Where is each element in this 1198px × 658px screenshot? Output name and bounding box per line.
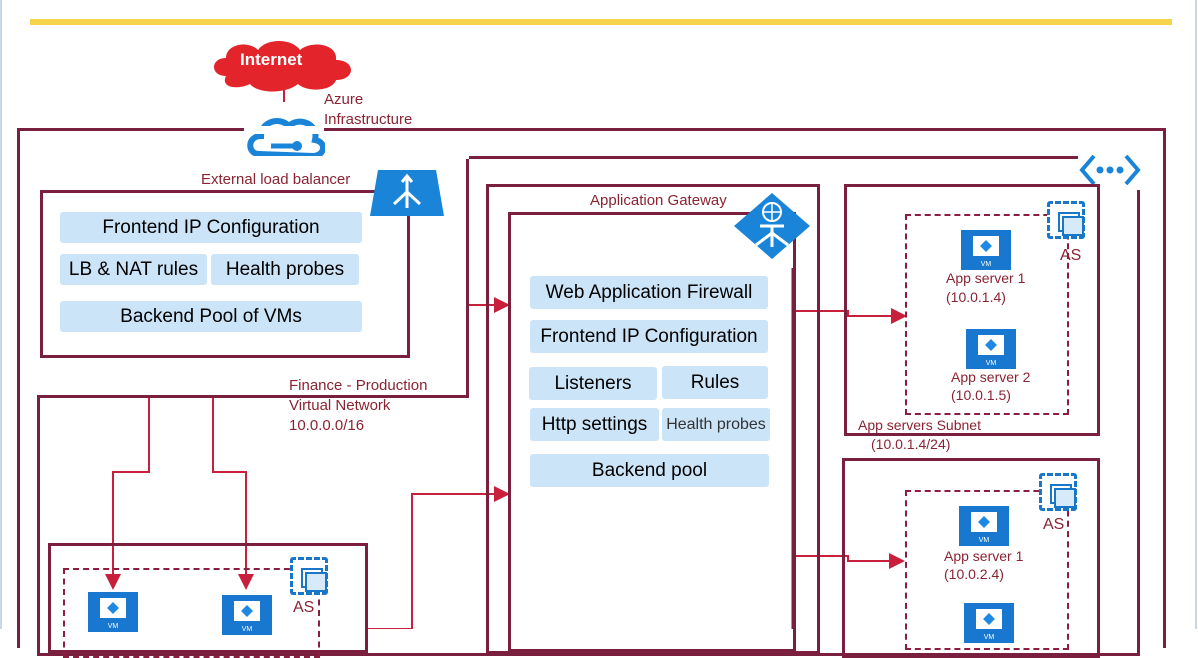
azure-label-line1: Azure (324, 91, 364, 108)
availability-set-1-boundary (905, 214, 1069, 415)
availability-set-2-label: AS (1043, 516, 1065, 533)
availability-set-icon (1039, 473, 1077, 511)
elb-to-vm2-path (212, 358, 254, 590)
app-server-2-ip: (10.0.1.5) (951, 387, 1011, 403)
app-servers-subnet-box (844, 184, 1100, 436)
availability-set-icon (1047, 201, 1085, 239)
vm-icon: VM (964, 603, 1014, 643)
azure-label-line2: Infrastructure (324, 111, 413, 128)
vm-icon: VM (961, 230, 1011, 270)
appgw-waf: Web Application Firewall (530, 276, 768, 309)
vnet-notch-left-clear (37, 156, 40, 395)
appgw-backend-pool: Backend pool (530, 454, 769, 487)
availability-set-icon (290, 557, 328, 595)
vnet-cidr: 10.0.0.0/16 (289, 417, 365, 434)
vm-icon: VM (88, 592, 138, 632)
header-accent-bar (30, 19, 1172, 25)
vnet-name: Finance - Production (289, 377, 428, 394)
app-server-3-name: App server 1 (944, 548, 1024, 564)
availability-set-3-label: AS (293, 599, 315, 616)
vnet-notch-top-clear (37, 156, 469, 159)
vnet-type: Virtual Network (289, 397, 391, 414)
app-server-3-ip: (10.0.2.4) (944, 566, 1004, 582)
vm-icon: VM (959, 506, 1009, 546)
azure-left-border (17, 131, 20, 629)
virtual-network-icon (1079, 154, 1141, 186)
appgw-to-subnet1-arrow (793, 308, 907, 324)
app-server-1-name: App server 1 (946, 270, 1026, 286)
appgw-frontend-ip: Frontend IP Configuration (530, 320, 768, 353)
elb-health-probes: Health probes (211, 254, 359, 285)
application-gateway-icon (734, 193, 810, 259)
right-edge (1195, 0, 1197, 629)
left-edge (0, 0, 2, 629)
appgw-rules: Rules (662, 366, 768, 399)
appgw-health-probes: Health probes (662, 408, 770, 441)
appgw-to-subnet2-arrow (793, 553, 905, 569)
load-balancer-icon (370, 170, 444, 216)
elb-backend-pool: Backend Pool of VMs (60, 301, 362, 332)
appgw-title: Application Gateway (590, 192, 727, 209)
app-server-1-ip: (10.0.1.4) (946, 289, 1006, 305)
vnet-notch (37, 156, 469, 398)
subnet-1-label: App servers Subnet (858, 417, 981, 433)
app-server-2-name: App server 2 (951, 369, 1031, 385)
appgw-listeners: Listeners (529, 367, 657, 400)
internet-cloud-icon (214, 41, 351, 92)
azure-cloud-icon (247, 118, 325, 160)
availability-set-1-label: AS (1060, 247, 1082, 264)
elb-to-vm1-arrow (105, 358, 150, 590)
subnet3-to-appgw-arrow (368, 486, 510, 629)
subnet-1-cidr: (10.0.1.4/24) (871, 436, 951, 452)
internet-label: Internet (240, 50, 303, 69)
external-load-balancer-box (40, 190, 410, 358)
appgw-http-settings: Http settings (530, 408, 659, 441)
azure-icon-gap (244, 126, 324, 134)
vm-icon: VM (966, 329, 1016, 369)
elb-title: External load balancer (201, 171, 351, 188)
elb-lb-nat-rules: LB & NAT rules (60, 254, 207, 285)
vm-icon: VM (222, 595, 272, 635)
elb-frontend-ip: Frontend IP Configuration (60, 212, 362, 243)
